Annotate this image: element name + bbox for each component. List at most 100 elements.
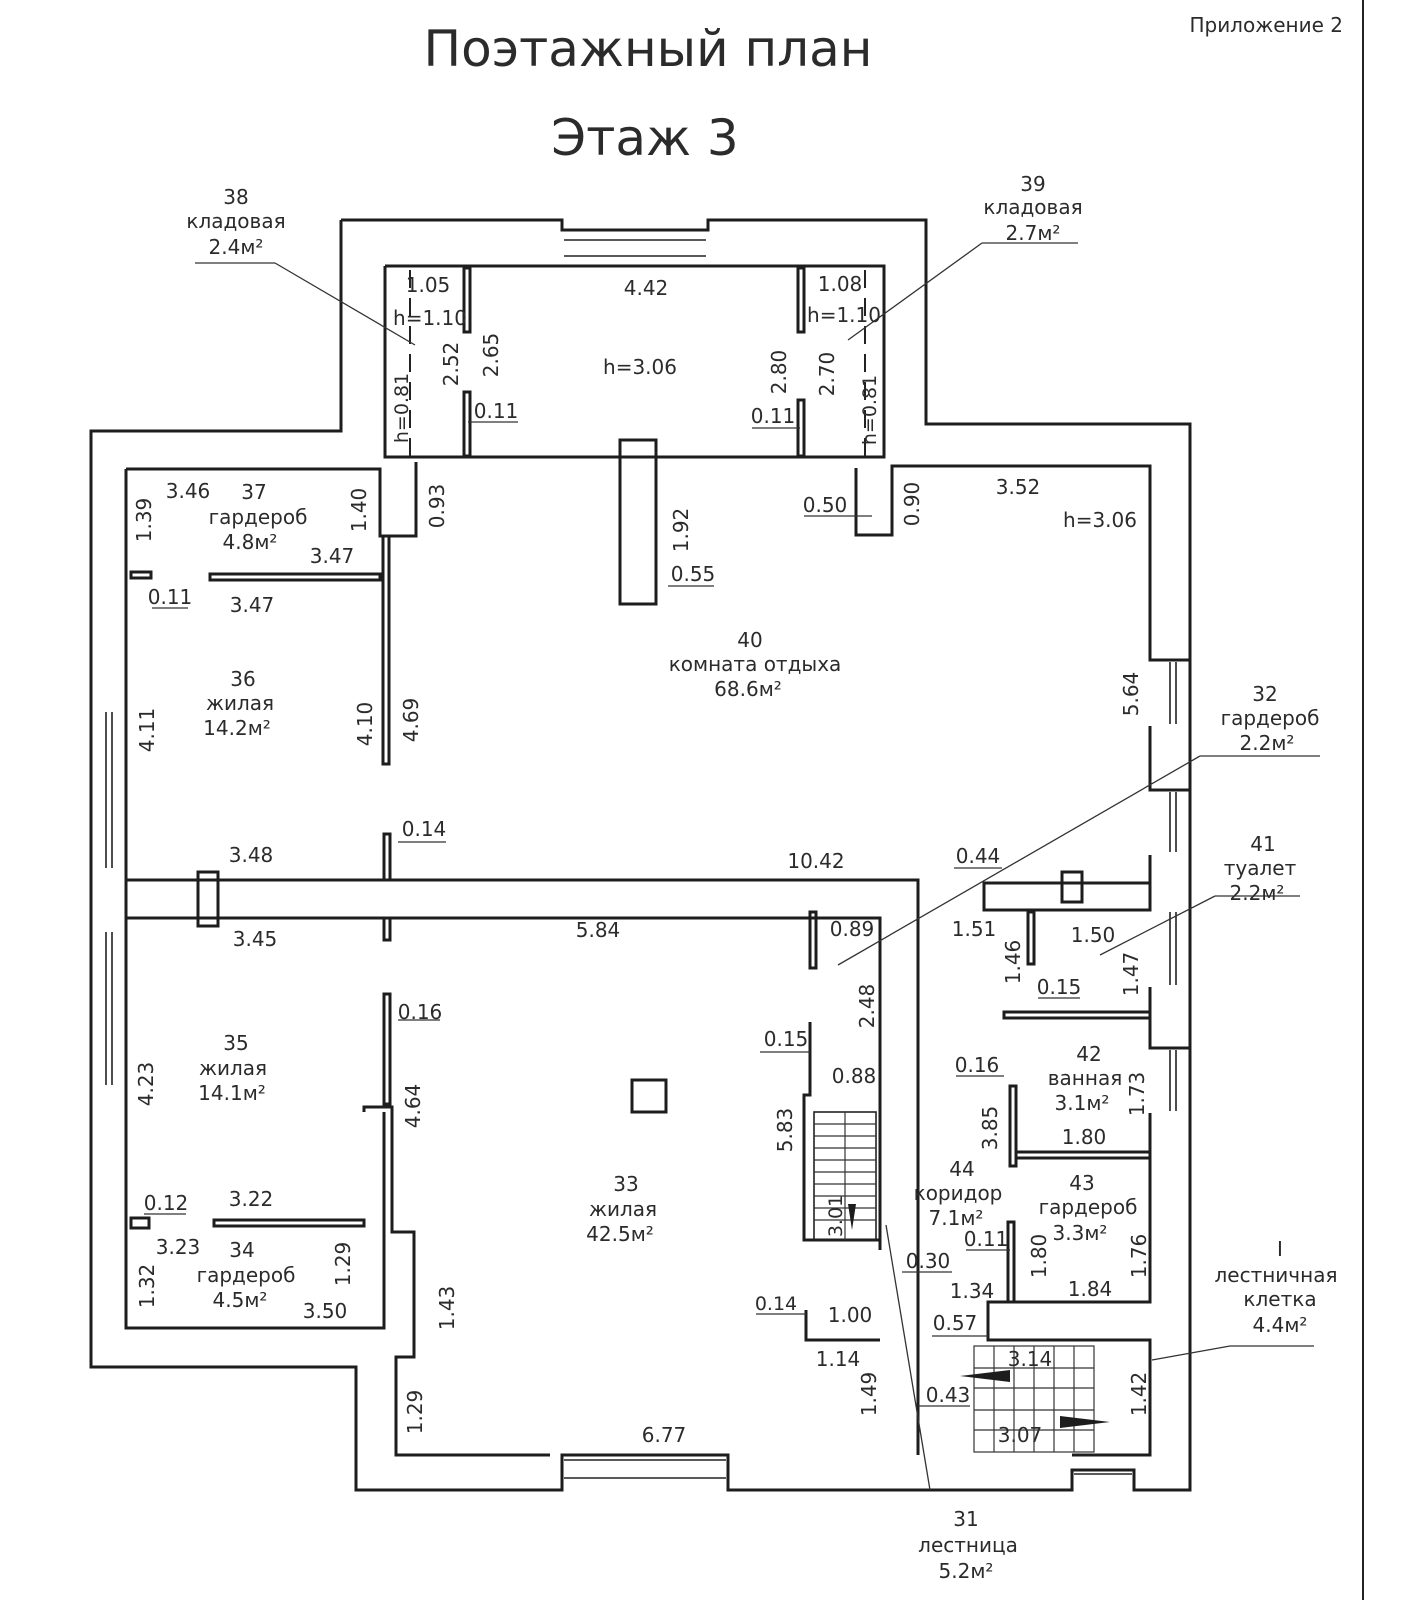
dim-label: h=0.81 — [859, 375, 881, 445]
room-38-name: кладовая — [186, 209, 285, 233]
room-40-number: 40 — [737, 628, 762, 652]
dim-label: 2.70 — [815, 352, 839, 397]
dim-label: 10.42 — [787, 849, 844, 873]
dim-label: h=1.10 — [807, 303, 881, 327]
dim-label: 3.22 — [229, 1187, 274, 1211]
room-32-area: 2.2м² — [1240, 731, 1295, 755]
dim-label: 3.85 — [978, 1106, 1002, 1151]
room-labels: 38 кладовая 2.4м² 39 кладовая 2.7м² 37 г… — [186, 172, 1337, 1583]
dim-label: 1.14 — [816, 1347, 861, 1371]
dim-label: 3.52 — [996, 475, 1041, 499]
room-35-area: 14.1м² — [198, 1081, 266, 1105]
room-35-name: жилая — [199, 1056, 267, 1080]
dim-label: 1.80 — [1062, 1125, 1107, 1149]
room-32-number: 32 — [1252, 682, 1277, 706]
dim-label: 0.11 — [751, 404, 796, 428]
dim-label: 0.11 — [474, 399, 519, 423]
dim-label: 1.50 — [1071, 923, 1116, 947]
dim-label: 4.42 — [624, 276, 669, 300]
room-39-number: 39 — [1020, 172, 1045, 196]
room-36-area: 14.2м² — [203, 716, 271, 740]
dim-label: 3.47 — [230, 593, 275, 617]
room-41-area: 2.2м² — [1230, 881, 1285, 905]
column-square — [630, 1078, 668, 1114]
room-42-area: 3.1м² — [1055, 1091, 1110, 1115]
dim-label: 0.55 — [671, 562, 716, 586]
room-32-name: гардероб — [1221, 706, 1320, 730]
dim-label: 0.14 — [402, 817, 447, 841]
room-37-area: 4.8м² — [223, 530, 278, 554]
dim-label: 1.46 — [1001, 940, 1025, 985]
dim-label: 1.84 — [1068, 1277, 1113, 1301]
appendix-label: Приложение 2 — [1189, 13, 1343, 37]
dim-label: h=0.81 — [391, 373, 413, 443]
dim-label: 5.64 — [1119, 672, 1143, 717]
dim-label: 1.34 — [950, 1279, 995, 1303]
dim-label: 4.64 — [401, 1084, 425, 1129]
dim-label: 1.40 — [347, 488, 371, 533]
dim-label: 0.14 — [755, 1293, 797, 1315]
dim-label: 3.23 — [156, 1235, 201, 1259]
room-42-number: 42 — [1076, 1042, 1101, 1066]
dim-label: 1.29 — [331, 1242, 355, 1287]
dim-label: h=3.06 — [1063, 508, 1137, 532]
dim-label: 0.50 — [803, 493, 848, 517]
dim-label: 2.48 — [855, 984, 879, 1029]
leader-lines — [144, 242, 1320, 1491]
room-44-name: коридор — [914, 1181, 1003, 1205]
dim-label: 1.39 — [132, 498, 156, 543]
staircase-31 — [813, 1111, 877, 1241]
dimension-labels: 1.05 h=1.10 4.42 1.08 h=1.10 2.52 2.65 h… — [132, 272, 1151, 1447]
dim-label: 4.11 — [135, 708, 159, 753]
dim-label: 0.15 — [1037, 975, 1082, 999]
room-43-number: 43 — [1069, 1171, 1094, 1195]
interior-walls — [126, 266, 1152, 1457]
dim-label: 0.16 — [955, 1053, 1000, 1077]
room-33-area: 42.5м² — [586, 1222, 654, 1246]
room-39-name: кладовая — [983, 195, 1082, 219]
room-33-number: 33 — [613, 1172, 638, 1196]
room-38-number: 38 — [223, 185, 248, 209]
room-39-area: 2.7м² — [1006, 221, 1061, 245]
dim-label: 1.05 — [406, 273, 451, 297]
dim-label: 4.69 — [399, 698, 423, 743]
room-34-number: 34 — [229, 1238, 254, 1262]
dim-label: h=3.06 — [603, 355, 677, 379]
dim-label: 0.30 — [906, 1249, 951, 1273]
dim-label: 4.23 — [134, 1062, 158, 1107]
dim-label: 5.84 — [576, 918, 621, 942]
room-31-area: 5.2м² — [939, 1559, 994, 1583]
plan-title: Поэтажный план — [424, 20, 873, 78]
dim-label: 6.77 — [642, 1423, 687, 1447]
room-33-name: жилая — [589, 1197, 657, 1221]
dim-label: 3.45 — [233, 927, 278, 951]
dim-label: 3.48 — [229, 843, 274, 867]
dim-label: 3.01 — [825, 1195, 847, 1237]
dim-label: 2.52 — [439, 342, 463, 387]
dim-label: 1.42 — [1127, 1372, 1151, 1417]
dim-label: 0.43 — [926, 1383, 971, 1407]
dim-label: 0.93 — [425, 484, 449, 529]
dim-label: 5.83 — [773, 1108, 797, 1153]
dim-label: 3.50 — [303, 1299, 348, 1323]
dim-label: 0.88 — [832, 1064, 877, 1088]
room-34-name: гардероб — [197, 1263, 296, 1287]
outer-walls — [89, 218, 1192, 1492]
dim-label: 0.90 — [900, 482, 924, 527]
room-31-number: 31 — [953, 1507, 978, 1531]
room-38-area: 2.4м² — [209, 235, 264, 259]
dim-label: 1.49 — [857, 1372, 881, 1417]
dim-label: 1.51 — [952, 917, 997, 941]
dim-label: 1.08 — [818, 272, 863, 296]
dim-label: 1.92 — [669, 508, 693, 553]
room-I-name-line2: клетка — [1243, 1287, 1316, 1311]
floor-label: Этаж 3 — [551, 109, 738, 167]
room-I-number: I — [1277, 1237, 1283, 1261]
room-41-number: 41 — [1250, 832, 1275, 856]
room-35-number: 35 — [223, 1031, 248, 1055]
room-36-name: жилая — [206, 691, 274, 715]
room-37-name: гардероб — [209, 505, 308, 529]
room-44-number: 44 — [949, 1157, 974, 1181]
